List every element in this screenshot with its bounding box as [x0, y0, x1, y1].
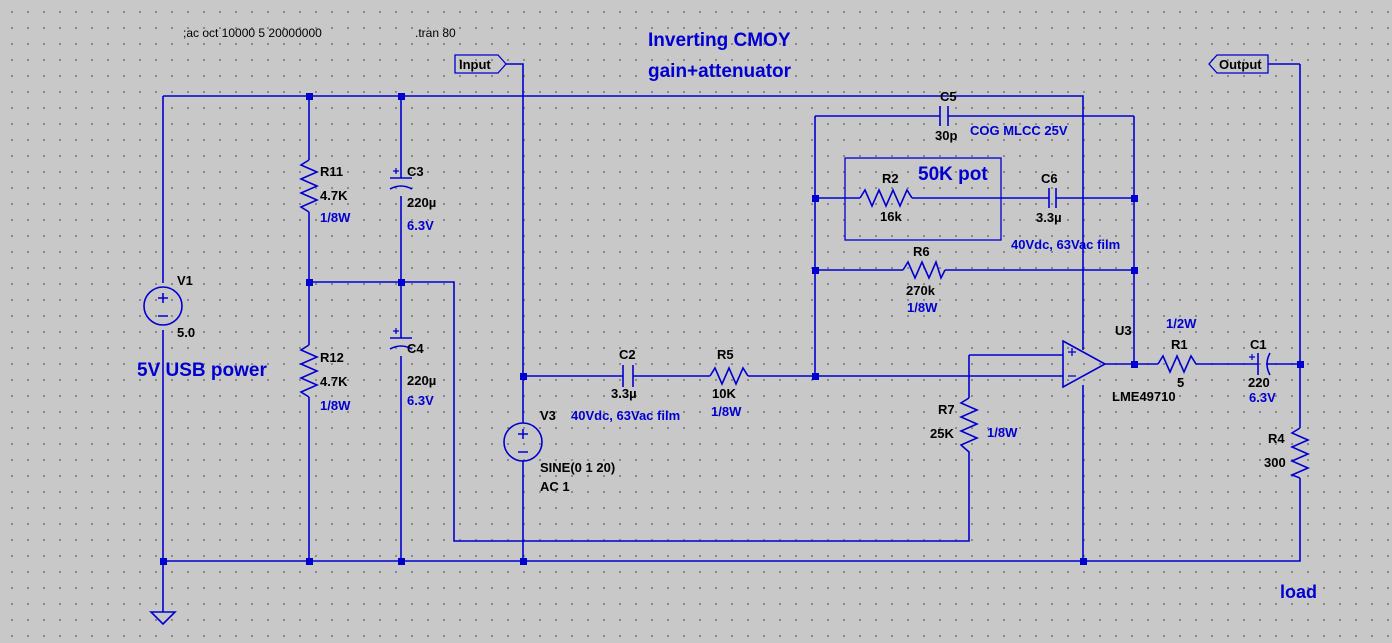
- c3-value: 220µ: [407, 195, 436, 210]
- r12-ref: R12: [320, 350, 344, 365]
- r12-power: 1/8W: [320, 398, 351, 413]
- r11-value: 4.7K: [320, 188, 348, 203]
- c4-rating: 6.3V: [407, 393, 434, 408]
- c6-capacitor: [1048, 188, 1057, 208]
- c1-rating: 6.3V: [1249, 390, 1276, 405]
- r12-resistor: [299, 344, 319, 398]
- v1-ref: V1: [177, 273, 193, 288]
- c3-ref: C3: [407, 164, 424, 179]
- r12-value: 4.7K: [320, 374, 348, 389]
- junctions: [160, 93, 1304, 565]
- c6-ref: C6: [1041, 171, 1058, 186]
- r7-ref: R7: [938, 402, 955, 417]
- c5-rating: COG MLCC 25V: [970, 123, 1068, 138]
- v1-source: [143, 286, 183, 326]
- u3-value: LME49710: [1112, 389, 1176, 404]
- r11-ref: R11: [320, 164, 343, 179]
- r4-resistor: [1289, 427, 1310, 479]
- c3-capacitor: [389, 168, 413, 190]
- r1-power: 1/2W: [1166, 316, 1197, 331]
- u3-ref: U3: [1115, 323, 1132, 338]
- c6-value: 3.3µ: [1036, 210, 1062, 225]
- r5-ref: R5: [717, 347, 734, 362]
- r2-resistor: [859, 188, 913, 208]
- c5-ref: C5: [940, 89, 957, 104]
- v3-ref: V3: [540, 408, 556, 423]
- c5-capacitor: [939, 106, 949, 126]
- pot-note: 50K pot: [918, 164, 988, 185]
- r7-power: 1/8W: [987, 425, 1018, 440]
- v3-ac: AC 1: [540, 479, 570, 494]
- v3-source: [503, 422, 543, 462]
- c2-ref: C2: [619, 347, 636, 362]
- r7-value: 25K: [930, 426, 954, 441]
- v3-value: SINE(0 1 20): [540, 460, 615, 475]
- r4-value: 300: [1264, 455, 1286, 470]
- input-port-label: Input: [459, 57, 491, 72]
- output-port-flag[interactable]: [1208, 54, 1269, 74]
- r4-ref: R4: [1268, 431, 1285, 446]
- r6-value: 270k: [906, 283, 936, 298]
- pot-box: [844, 157, 1002, 241]
- r6-resistor: [902, 259, 946, 281]
- wires: [162, 63, 1301, 612]
- v1-value: 5.0: [177, 325, 195, 340]
- title-line2: gain+attenuator: [648, 61, 792, 82]
- r1-value: 5: [1177, 375, 1184, 390]
- r1-ref: R1: [1171, 337, 1188, 352]
- c2-capacitor: [622, 365, 634, 387]
- c1-capacitor: [1249, 352, 1271, 376]
- r1-resistor: [1157, 354, 1197, 374]
- c2-value: 3.3µ: [611, 386, 637, 401]
- title-line1: Inverting CMOY: [648, 30, 791, 51]
- r2-ref: R2: [882, 171, 899, 186]
- c4-value: 220µ: [407, 373, 436, 388]
- r6-power: 1/8W: [907, 300, 938, 315]
- u3-opamp: [1062, 339, 1107, 389]
- r2-value: 16k: [880, 209, 902, 224]
- r5-power: 1/8W: [711, 404, 742, 419]
- r11-power: 1/8W: [320, 210, 351, 225]
- r11-resistor: [299, 159, 319, 213]
- ground-symbol: [149, 611, 177, 626]
- r7-resistor: [959, 397, 979, 465]
- c4-capacitor: [389, 328, 413, 350]
- r6-ref: R6: [913, 244, 930, 259]
- r5-value: 10K: [712, 386, 736, 401]
- output-port-label: Output: [1219, 57, 1262, 72]
- usb-note: 5V USB power: [137, 360, 267, 381]
- r5-resistor: [709, 366, 749, 386]
- tran-directive: .tran 80: [415, 26, 456, 40]
- c1-ref: C1: [1250, 337, 1267, 352]
- c5-value: 30p: [935, 128, 957, 143]
- c2-rating: 40Vdc, 63Vac film: [571, 408, 680, 423]
- c1-value: 220: [1248, 375, 1270, 390]
- ac-directive: ;ac oct 10000 5 20000000: [183, 26, 322, 40]
- input-port-flag[interactable]: [454, 54, 507, 74]
- wire-top-rail: [163, 95, 1084, 350]
- wire-midpoint: [309, 281, 970, 542]
- c4-ref: C4: [407, 341, 424, 356]
- c6-rating: 40Vdc, 63Vac film: [1011, 237, 1120, 252]
- load-note: load: [1280, 582, 1317, 602]
- c3-rating: 6.3V: [407, 218, 434, 233]
- wire-ground-rail: [163, 478, 1301, 562]
